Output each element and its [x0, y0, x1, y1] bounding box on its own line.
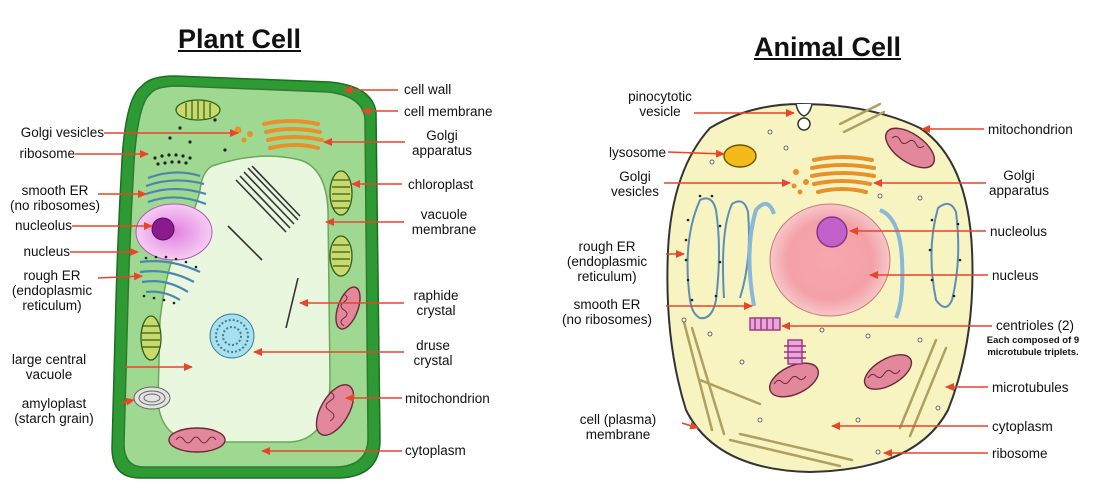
animal-label-centrioles-note: Each composed of 9 microtubule triplets. [986, 335, 1080, 358]
animal-label-pinocytotic-vesicle: pinocytotic vesicle [628, 89, 692, 119]
plant-golgi-apparatus [262, 119, 324, 150]
animal-label-golgi-apparatus: Golgi apparatus [988, 168, 1050, 198]
plant-label-golgi-vesicles: Golgi vesicles [20, 125, 104, 140]
plant-mitochondria [168, 286, 361, 453]
plant-label-large-central-vacuole: large central vacuole [11, 352, 87, 382]
animal-label-ribosome: ribosome [992, 446, 1048, 461]
animal-label-nucleolus: nucleolus [990, 224, 1048, 239]
animal-golgi-apparatus [810, 155, 876, 194]
plant-label-mitochondrion: mitochondrion [405, 391, 490, 406]
animal-label-cell-membrane: cell (plasma) membrane [579, 412, 657, 442]
animal-ribosomes [681, 129, 941, 455]
plant-label-raphide-crystal: raphide crystal [413, 288, 459, 318]
plant-rough-er [139, 260, 201, 301]
plant-raphide-crystals [227, 165, 301, 329]
plant-mitochondria-cristae [175, 293, 348, 444]
animal-label-smooth-er: smooth ER (no ribosomes) [561, 297, 653, 327]
plant-ribosomes [153, 118, 227, 166]
plant-cell [111, 75, 381, 479]
animal-golgi-vesicles [791, 169, 809, 195]
animal-cell [666, 102, 974, 474]
animal-mitochondria [769, 127, 936, 398]
plant-label-chloroplast: chloroplast [408, 177, 474, 192]
animal-label-nucleus: nucleus [992, 268, 1039, 283]
animal-cell-title: Animal Cell [754, 32, 902, 62]
plant-druse-crystal [209, 313, 255, 359]
plant-label-druse-crystal: druse crystal [413, 338, 453, 368]
plant-label-amyloplast: amyloplast (starch grain) [14, 396, 94, 426]
plant-cell-title: Plant Cell [178, 24, 302, 54]
animal-label-rough-er: rough ER (endoplasmic reticulum) [566, 239, 648, 284]
animal-label-golgi-vesicles: Golgi vesicles [610, 169, 659, 199]
animal-label-lysosome: lysosome [608, 145, 666, 160]
animal-pinocytotic-vesicle [795, 103, 813, 131]
plant-label-smooth-er: smooth ER (no ribosomes) [9, 183, 101, 213]
plant-label-nucleolus: nucleolus [14, 218, 72, 233]
plant-label-ribosome: ribosome [19, 146, 75, 161]
plant-label-cell-membrane: cell membrane [404, 104, 493, 119]
animal-nucleus [769, 203, 891, 317]
animal-nucleolus [816, 216, 848, 248]
animal-rough-er-ribosomes [684, 194, 962, 302]
plant-rough-er-ribosomes [142, 255, 198, 305]
animal-label-cytoplasm: cytoplasm [992, 419, 1053, 434]
label-arrows [70, 86, 992, 457]
plant-smooth-er [145, 171, 207, 206]
chloroplast-thylakoids [142, 101, 350, 348]
plant-label-nucleus: nucleus [23, 244, 70, 259]
animal-label-mitochondrion: mitochondrion [988, 122, 1073, 137]
plant-label-golgi-apparatus: Golgi apparatus [411, 128, 473, 158]
animal-microtubules [682, 102, 948, 468]
plant-nucleolus [151, 217, 175, 241]
animal-smooth-er [747, 202, 905, 319]
plant-label-cell-wall: cell wall [404, 82, 452, 97]
plant-label-cytoplasm: cytoplasm [405, 443, 466, 458]
animal-label-centrioles: centrioles (2) [996, 318, 1075, 333]
plant-label-rough-er: rough ER (endoplasmic reticulum) [11, 268, 93, 313]
animal-label-microtubules: microtubules [992, 380, 1069, 395]
animal-lysosome [723, 144, 757, 168]
plant-amyloplast [133, 386, 171, 410]
plant-chloroplasts [140, 99, 353, 361]
plant-label-vacuole-membrane: vacuole membrane [411, 207, 477, 237]
animal-mitochondria-cristae [773, 135, 925, 385]
animal-centrioles [749, 317, 806, 365]
